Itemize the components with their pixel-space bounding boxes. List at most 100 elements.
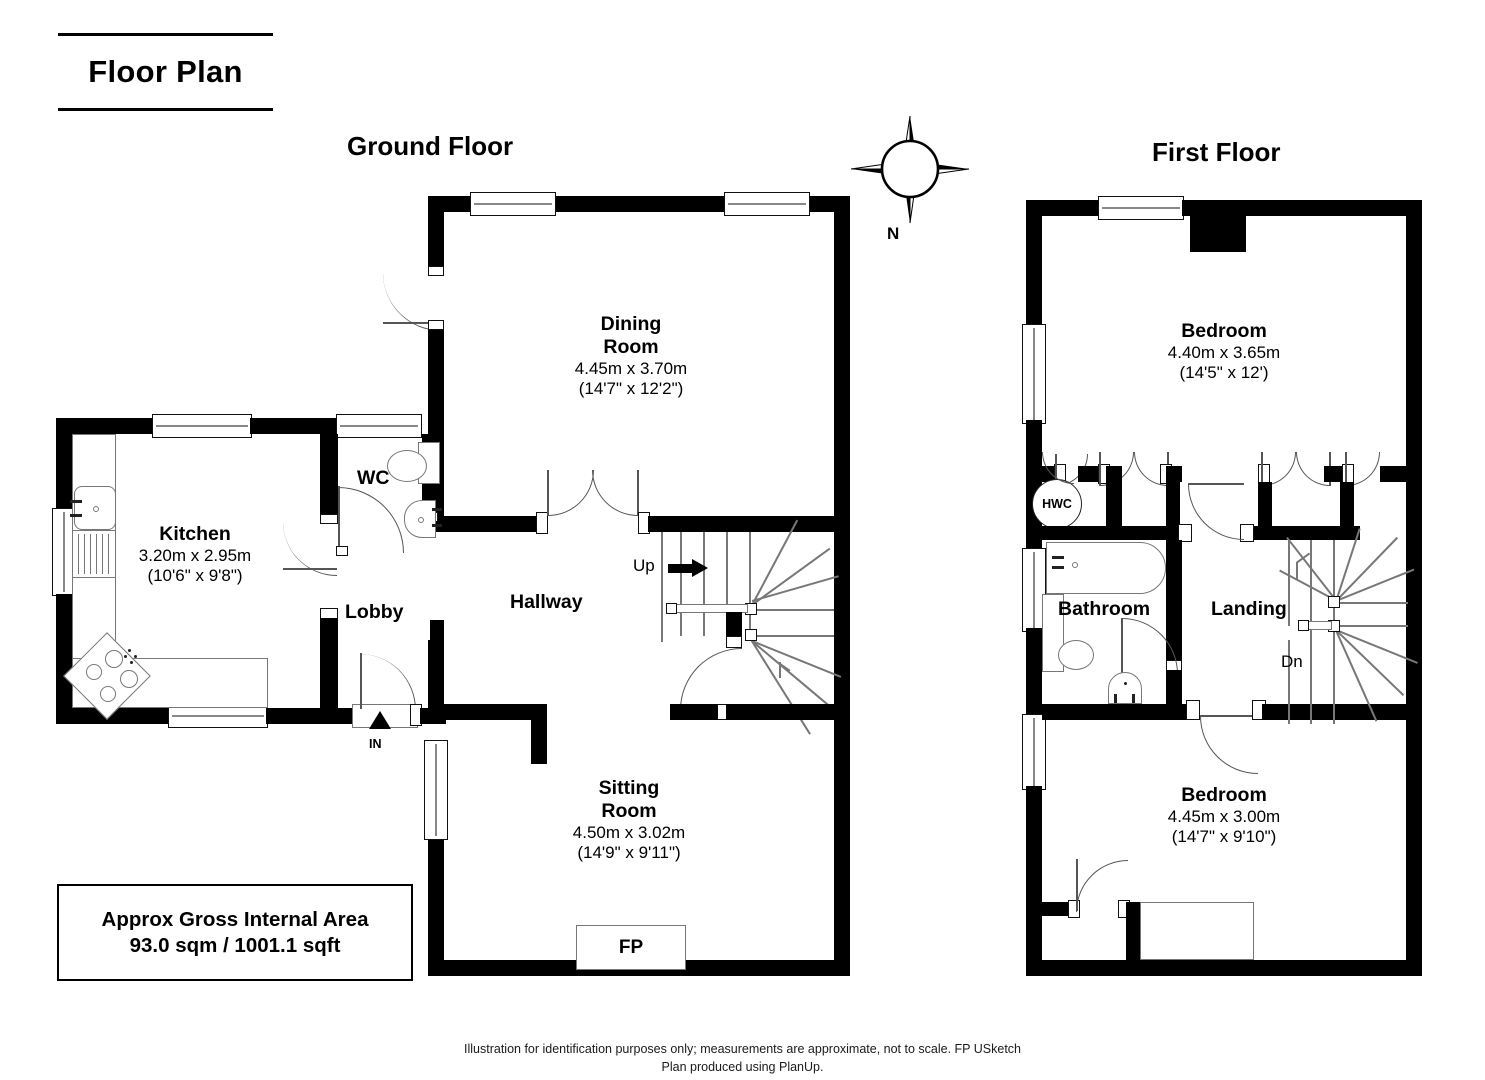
door-leaf xyxy=(637,470,639,516)
wall-segment xyxy=(420,708,446,724)
drainer-groove xyxy=(78,534,79,574)
tap-fixture xyxy=(70,514,82,517)
door-swing-arc xyxy=(592,470,638,516)
room-label-sitting-room: Sitting Room 4.50m x 3.02m (14'9" x 9'11… xyxy=(572,777,686,863)
stair-winder xyxy=(1336,625,1408,627)
basin-drain xyxy=(418,517,424,523)
hob-control xyxy=(134,655,137,658)
wall-segment xyxy=(531,704,547,764)
stair-winder xyxy=(752,609,834,611)
stair-nosing xyxy=(779,662,781,678)
wall-segment xyxy=(726,704,836,720)
wall-segment xyxy=(56,418,72,510)
wall-segment xyxy=(250,418,338,434)
stair-nosing xyxy=(1296,562,1298,580)
first-floor-heading: First Floor xyxy=(1152,137,1281,167)
stair-newel xyxy=(1298,620,1309,631)
hob-control xyxy=(124,655,127,658)
wall-segment xyxy=(726,612,742,638)
page-title-text: Floor Plan xyxy=(88,54,243,89)
wall-segment xyxy=(430,620,444,712)
drainer-groove xyxy=(90,534,91,574)
room-label-lobby: Lobby xyxy=(345,601,404,623)
wall-segment xyxy=(444,516,538,532)
door-jamb xyxy=(1178,524,1192,542)
door-jamb xyxy=(536,512,548,534)
room-label-bedroom-2: Bedroom 4.45m x 3.00m (14'7" x 9'10") xyxy=(1167,784,1281,847)
drainer-groove xyxy=(84,534,85,574)
wall-segment xyxy=(1182,200,1422,216)
door-leaf xyxy=(283,568,337,570)
tap-fixture xyxy=(1052,566,1064,569)
wall-segment xyxy=(266,708,328,724)
stair-winder xyxy=(752,635,834,637)
wall-segment xyxy=(1126,902,1140,960)
door-swing-arc xyxy=(1200,716,1258,774)
wall-segment xyxy=(1042,902,1072,916)
stair-riser xyxy=(1288,640,1290,724)
room-label-bathroom: Bathroom xyxy=(1058,598,1151,620)
stair-riser xyxy=(1310,540,1312,724)
hob-control xyxy=(130,661,133,664)
sink-drain xyxy=(93,506,99,512)
disclaimer-line1: Illustration for identification purposes… xyxy=(464,1042,1021,1056)
page-title: Floor Plan xyxy=(58,33,273,111)
stair-enclosure-line xyxy=(661,532,663,642)
area-box-line1: Approx Gross Internal Area xyxy=(101,907,369,931)
stair-riser xyxy=(726,532,728,636)
hob-burner xyxy=(100,686,116,702)
wall-segment xyxy=(1380,466,1408,482)
toilet-fixture xyxy=(387,450,427,482)
door-leaf xyxy=(338,486,340,552)
area-box-line2: 93.0 sqm / 1001.1 sqft xyxy=(129,933,341,957)
window xyxy=(152,414,252,438)
wall-segment xyxy=(56,418,154,434)
door-jamb xyxy=(336,546,348,556)
basin-drain xyxy=(1124,682,1127,685)
tap-fixture xyxy=(432,508,442,511)
window xyxy=(1098,196,1184,220)
wall-segment xyxy=(1106,466,1122,526)
drainer-groove xyxy=(102,534,103,574)
wall-segment xyxy=(1026,786,1042,976)
door-leaf xyxy=(1188,483,1244,485)
door-leaf xyxy=(1099,452,1101,486)
stair-winder xyxy=(1335,629,1405,696)
wall-segment xyxy=(1026,200,1100,216)
room-label-bedroom-1: Bedroom 4.40m x 3.65m (14'5" x 12') xyxy=(1167,320,1281,383)
door-leaf xyxy=(1345,452,1347,486)
entrance-arrow-icon xyxy=(369,711,391,729)
door-leaf xyxy=(1076,859,1078,911)
hwc-label: HWC xyxy=(1042,497,1072,511)
basin-fixture xyxy=(404,500,436,538)
door-leaf xyxy=(383,322,441,324)
hob-control xyxy=(128,649,131,652)
wall-segment xyxy=(1166,466,1180,526)
wall-segment xyxy=(1042,526,1180,540)
door-swing-arc xyxy=(680,648,742,710)
wall-segment xyxy=(320,434,338,514)
stair-newel xyxy=(1328,596,1340,608)
wall-segment xyxy=(1026,200,1042,326)
stair-riser xyxy=(1288,540,1290,626)
stair-riser xyxy=(749,532,751,636)
wardrobe-unit xyxy=(1140,902,1254,960)
drainer-groove xyxy=(96,534,97,574)
basin-fixture xyxy=(1108,672,1142,704)
stairs-up-label: Up xyxy=(633,556,655,575)
bath-drain xyxy=(1072,562,1078,568)
door-swing-arc xyxy=(1188,484,1244,540)
wall-segment xyxy=(428,196,444,276)
door-jamb xyxy=(726,636,742,648)
door-swing-arc xyxy=(338,487,404,553)
bathtub-fixture xyxy=(1046,542,1166,594)
wall-segment xyxy=(1340,482,1354,526)
room-label-dining-room: Dining Room 4.45m x 3.70m (14'7" x 12'2"… xyxy=(574,313,688,399)
door-swing-arc xyxy=(360,654,416,710)
room-label-wc: WC xyxy=(357,467,390,489)
gross-internal-area-box: Approx Gross Internal Area 93.0 sqm / 10… xyxy=(57,884,413,981)
wall-segment xyxy=(834,196,850,976)
window xyxy=(1022,324,1046,424)
stair-riser xyxy=(1333,540,1335,724)
